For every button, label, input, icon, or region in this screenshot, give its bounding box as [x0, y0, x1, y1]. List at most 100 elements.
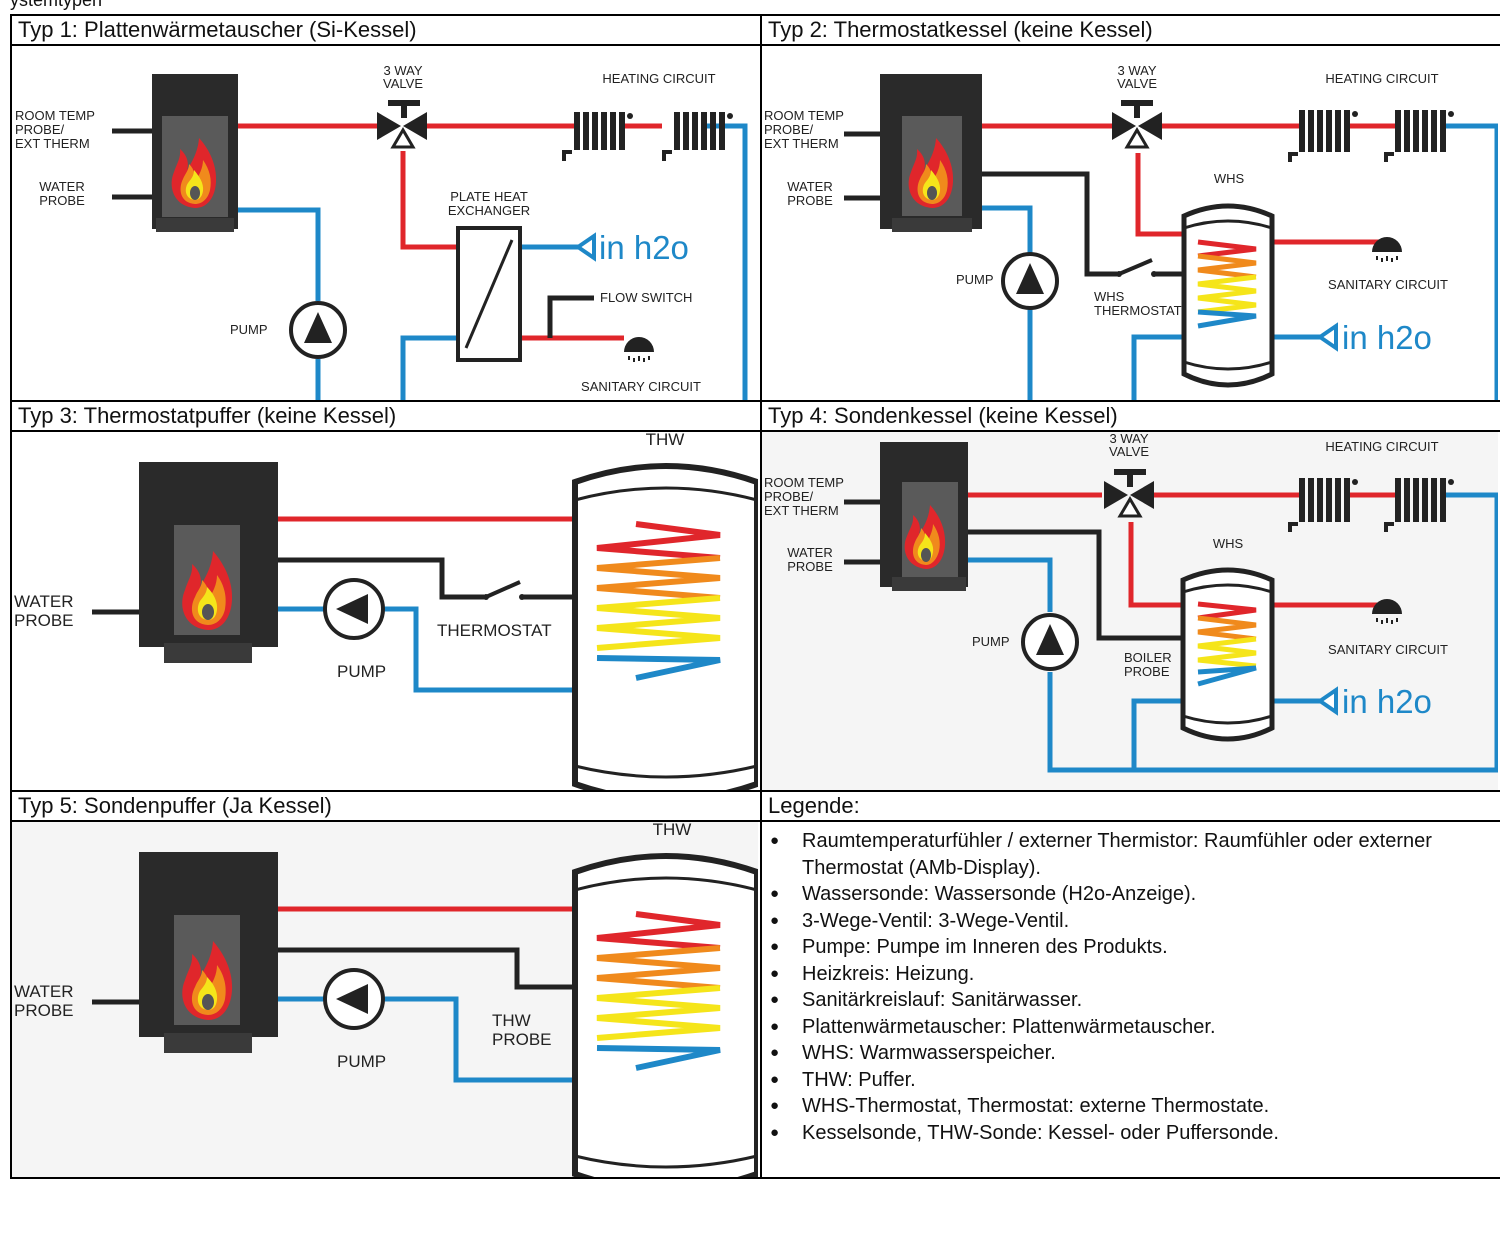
- thermostat-switch-icon: [1116, 271, 1157, 277]
- panel-title-4: Typ 4: Sondenkessel (keine Kessel): [760, 400, 1500, 432]
- svg-text:PROBE: PROBE: [14, 611, 74, 630]
- water-heater-tank-icon: [572, 463, 758, 790]
- legend-title: Legende:: [760, 790, 1500, 822]
- heating-circuit-label: HEATING CIRCUIT: [1325, 439, 1438, 454]
- legend-item: WHS: Warmwasserspeicher.: [770, 1040, 1492, 1067]
- radiator-icon: [1288, 110, 1358, 162]
- panel-title-3: Typ 3: Thermostatpuffer (keine Kessel): [10, 400, 762, 432]
- in-h2o-label: in h2o: [599, 229, 689, 266]
- radiator-icon: [1384, 110, 1454, 162]
- diagram-type-3: THW WATER PROBE THERMOSTAT PUMP: [14, 432, 758, 790]
- radiator-icon: [1288, 478, 1358, 532]
- room-temp-label: ROOM TEMP: [15, 108, 95, 123]
- panel-title-1: Typ 1: Plattenwärmetauscher (Si-Kessel): [10, 14, 762, 46]
- water-probe-label: WATER: [787, 179, 833, 194]
- pump-icon: [323, 578, 385, 640]
- shower-icon: [624, 337, 654, 362]
- legend-item: THW: Puffer.: [770, 1067, 1492, 1094]
- flame-icon: [904, 505, 946, 569]
- legend-item: Sanitärkreislauf: Sanitärwasser.: [770, 987, 1492, 1014]
- legend-item: Wassersonde: Wassersonde (H2o-Anzeige).: [770, 881, 1492, 908]
- svg-text:EXT THERM: EXT THERM: [764, 136, 839, 151]
- svg-text:PROBE/: PROBE/: [764, 122, 814, 137]
- diagram-type-1: ROOM TEMP PROBE/ EXT THERM WATER PROBE 3…: [15, 63, 748, 400]
- svg-text:PROBE: PROBE: [39, 193, 85, 208]
- flow-switch-label: FLOW SWITCH: [600, 290, 692, 305]
- flame-icon: [182, 551, 233, 630]
- water-probe-label: WATER: [39, 179, 85, 194]
- pump-label: PUMP: [230, 322, 268, 337]
- radiator-icon: [562, 112, 633, 161]
- panel-diagram-4: ROOM TEMP PROBE/ EXT THERM WATER PROBE 3…: [760, 430, 1500, 792]
- valve-label: 3 WAY: [1109, 432, 1148, 446]
- stove-icon: [139, 852, 278, 1053]
- panel-diagram-3: THW WATER PROBE THERMOSTAT PUMP: [10, 430, 762, 792]
- pump-label: PUMP: [337, 662, 386, 681]
- pump-icon: [289, 301, 347, 359]
- plate-exchanger-label: PLATE HEAT: [450, 189, 528, 204]
- water-heater-tank-icon: [1180, 567, 1275, 742]
- legend-item: WHS-Thermostat, Thermostat: externe Ther…: [770, 1093, 1492, 1120]
- room-temp-label: ROOM TEMP: [764, 108, 844, 123]
- svg-text:PROBE/: PROBE/: [764, 489, 814, 504]
- diagram-type-4: ROOM TEMP PROBE/ EXT THERM WATER PROBE 3…: [762, 432, 1498, 790]
- stove-icon: [880, 442, 968, 591]
- flame-icon: [171, 138, 217, 208]
- svg-text:EXT THERM: EXT THERM: [764, 503, 839, 518]
- stove-icon: [139, 462, 278, 663]
- svg-text:PROBE: PROBE: [14, 1001, 74, 1020]
- sanitary-circuit-label: SANITARY CIRCUIT: [1328, 277, 1448, 292]
- whs-thermostat-label: WHS: [1094, 289, 1125, 304]
- water-heater-tank-icon: [572, 853, 758, 1177]
- valve-label: 3 WAY: [383, 63, 422, 78]
- svg-text:EXCHANGER: EXCHANGER: [448, 203, 530, 218]
- thermostat-switch-icon: [483, 594, 525, 600]
- pump-icon: [1021, 613, 1079, 671]
- shower-icon: [1372, 599, 1402, 624]
- svg-text:THERMOSTAT: THERMOSTAT: [1094, 303, 1182, 318]
- thw-label: THW: [653, 822, 692, 839]
- thermostat-label: THERMOSTAT: [437, 621, 552, 640]
- svg-text:VALVE: VALVE: [1117, 76, 1157, 91]
- stove-icon: [880, 74, 982, 232]
- legend-item: 3-Wege-Ventil: 3-Wege-Ventil.: [770, 908, 1492, 935]
- three-way-valve-icon: [377, 100, 427, 149]
- sanitary-circuit-label: SANITARY CIRCUIT: [581, 379, 701, 394]
- pump-label: PUMP: [956, 272, 994, 287]
- svg-text:PROBE/: PROBE/: [15, 122, 65, 137]
- thw-probe-label: THW: [492, 1011, 531, 1030]
- three-way-valve-icon: [1112, 100, 1162, 149]
- svg-text:PROBE: PROBE: [787, 559, 833, 574]
- panel-diagram-1: ROOM TEMP PROBE/ EXT THERM WATER PROBE 3…: [10, 44, 762, 402]
- whs-label: WHS: [1214, 171, 1245, 186]
- svg-text:PROBE: PROBE: [787, 193, 833, 208]
- svg-text:VALVE: VALVE: [1109, 444, 1149, 459]
- svg-text:VALVE: VALVE: [383, 76, 423, 91]
- panel-title-5: Typ 5: Sondenpuffer (Ja Kessel): [10, 790, 762, 822]
- legend-item: Plattenwärmetauscher: Plattenwärmetausch…: [770, 1014, 1492, 1041]
- panel-diagram-2: ROOM TEMP PROBE/ EXT THERM WATER PROBE 3…: [760, 44, 1500, 402]
- water-probe-label: WATER: [787, 545, 833, 560]
- water-probe-label: WATER: [14, 592, 74, 611]
- legend-item: Kesselsonde, THW-Sonde: Kessel- oder Puf…: [770, 1120, 1492, 1147]
- flame-icon: [182, 941, 233, 1020]
- room-temp-label: ROOM TEMP: [764, 475, 844, 490]
- plate-heat-exchanger-icon: [456, 226, 522, 362]
- heating-circuit-label: HEATING CIRCUIT: [1325, 71, 1438, 86]
- pump-icon: [1001, 252, 1059, 310]
- legend-item: Heizkreis: Heizung.: [770, 961, 1492, 988]
- in-h2o-label: in h2o: [1342, 319, 1432, 356]
- boiler-probe-label: BOILER: [1124, 650, 1172, 665]
- whs-label: WHS: [1213, 536, 1244, 551]
- svg-text:PROBE: PROBE: [1124, 664, 1170, 679]
- water-heater-tank-icon: [1181, 203, 1275, 388]
- valve-label: 3 WAY: [1117, 63, 1156, 78]
- pump-label: PUMP: [972, 634, 1010, 649]
- radiator-icon: [1384, 478, 1454, 532]
- diagram-type-2: ROOM TEMP PROBE/ EXT THERM WATER PROBE 3…: [764, 63, 1498, 400]
- pump-label: PUMP: [337, 1052, 386, 1071]
- legend-list: Raumtemperaturfühler / externer Thermist…: [762, 822, 1500, 1146]
- top-fragment: ystemtypen: [10, 0, 103, 10]
- diagram-type-5: THW WATER PROBE THW PROBE PUMP: [12, 822, 758, 1177]
- water-probe-label: WATER: [14, 982, 74, 1001]
